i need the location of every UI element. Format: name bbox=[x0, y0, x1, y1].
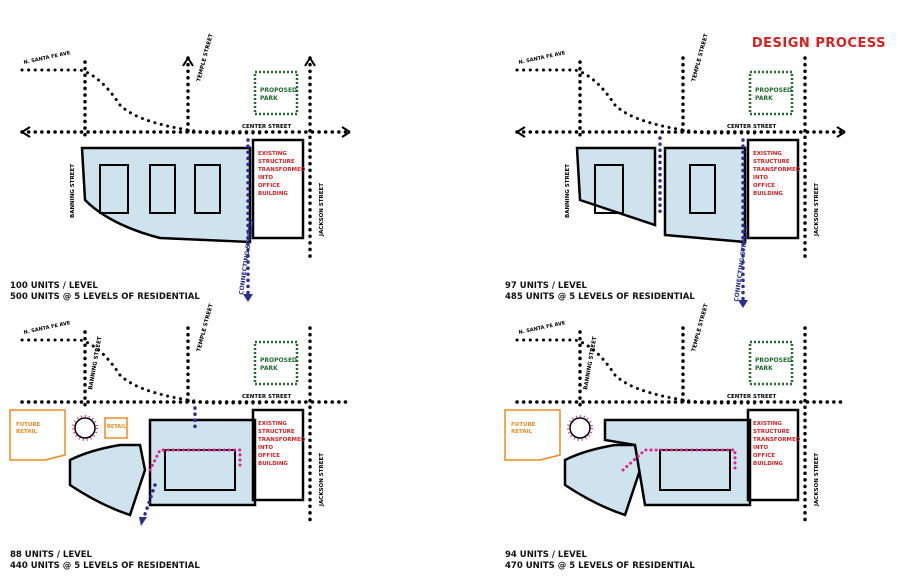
svg-text:INTO: INTO bbox=[258, 445, 273, 451]
units-per-level-1: 100 UNITS / LEVEL bbox=[10, 281, 98, 291]
units-per-level-2: 97 UNITS / LEVEL bbox=[505, 281, 587, 291]
svg-text:STRUCTURE: STRUCTURE bbox=[258, 429, 295, 435]
svg-text:PARK: PARK bbox=[755, 365, 773, 372]
center-label: CENTER STREET bbox=[242, 124, 292, 130]
existing-label-4: EXISTING STRUCTURE TRANSFORMED INTO OFFI… bbox=[753, 421, 801, 467]
svg-text:TEMPLE STREET: TEMPLE STREET bbox=[196, 303, 215, 353]
svg-text:EXISTING: EXISTING bbox=[258, 421, 287, 427]
panel-option-4: N. SANTA FE AVE TEMPLE STREET CENTER STR… bbox=[504, 303, 900, 585]
svg-text:STRUCTURE: STRUCTURE bbox=[753, 159, 790, 165]
units-per-level-3: 88 UNITS / LEVEL bbox=[10, 550, 92, 560]
jackson-st bbox=[304, 56, 316, 262]
svg-text:FUTURE: FUTURE bbox=[511, 422, 536, 428]
svg-text:EXISTING: EXISTING bbox=[753, 421, 782, 427]
site-plan-2: CONNECTING STREETS N. SANTA FE AVE TEMPL… bbox=[515, 33, 847, 308]
svg-text:EXISTING: EXISTING bbox=[258, 151, 287, 157]
building-c bbox=[194, 164, 221, 214]
panel-option-1: CONNECTING STREETS N. SANTA FE AVE TEMPL… bbox=[10, 33, 450, 330]
jackson-label: JACKSON STREET bbox=[319, 183, 325, 237]
svg-text:OFFICE: OFFICE bbox=[753, 453, 775, 459]
santa-fe-ave bbox=[20, 68, 262, 135]
banning-label: BANNING STREET bbox=[70, 164, 76, 218]
svg-text:N. SANTA FE AVE: N. SANTA FE AVE bbox=[518, 50, 566, 66]
svg-text:PROPOSED: PROPOSED bbox=[755, 87, 792, 94]
svg-text:OFFICE: OFFICE bbox=[258, 453, 280, 459]
svg-text:RETAIL: RETAIL bbox=[511, 429, 533, 435]
sheet-title: DESIGN PROCESS bbox=[751, 36, 886, 51]
site-plan-4: N. SANTA FE AVE TEMPLE STREET CENTER STR… bbox=[504, 303, 847, 527]
panel-option-2: CONNECTING STREETS N. SANTA FE AVE TEMPL… bbox=[505, 33, 900, 330]
svg-text:TEMPLE STREET: TEMPLE STREET bbox=[691, 33, 710, 83]
svg-text:BUILDING: BUILDING bbox=[258, 461, 288, 467]
units-total-3: 440 UNITS @ 5 LEVELS OF RESIDENTIAL bbox=[10, 561, 200, 571]
svg-text:BANNING STREET: BANNING STREET bbox=[583, 336, 598, 390]
svg-text:INTO: INTO bbox=[753, 175, 768, 181]
existing-label-3: EXISTING STRUCTURE TRANSFORMED INTO OFFI… bbox=[258, 421, 306, 467]
svg-text:OFFICE: OFFICE bbox=[258, 183, 280, 189]
svg-text:OFFICE: OFFICE bbox=[753, 183, 775, 189]
svg-text:JACKSON STREET: JACKSON STREET bbox=[814, 183, 820, 237]
svg-text:PROPOSED: PROPOSED bbox=[260, 357, 297, 364]
units-total-4: 470 UNITS @ 5 LEVELS OF RESIDENTIAL bbox=[505, 561, 695, 571]
existing-label: EXISTING STRUCTURE TRANSFORMED INTO OFFI… bbox=[258, 151, 306, 197]
existing-office bbox=[251, 138, 305, 240]
building-a bbox=[99, 164, 129, 214]
svg-text:CENTER STREET: CENTER STREET bbox=[727, 394, 777, 400]
site-plan-3: N. SANTA FE AVE TEMPLE STREET CENTER STR… bbox=[9, 303, 352, 527]
svg-text:BUILDING: BUILDING bbox=[258, 191, 288, 197]
site-plan-1: CONNECTING STREETS N. SANTA FE AVE TEMPL… bbox=[20, 33, 352, 302]
svg-text:PARK: PARK bbox=[260, 365, 278, 372]
park-label-1: PROPOSED bbox=[260, 87, 297, 94]
svg-text:RETAIL: RETAIL bbox=[16, 429, 38, 435]
building-b bbox=[149, 164, 176, 214]
svg-text:N. SANTA FE AVE: N. SANTA FE AVE bbox=[23, 320, 71, 336]
santa-fe-label: N. SANTA FE AVE bbox=[23, 50, 71, 66]
svg-text:INTO: INTO bbox=[753, 445, 768, 451]
svg-text:INTO: INTO bbox=[258, 175, 273, 181]
svg-text:RETAIL: RETAIL bbox=[107, 424, 127, 430]
units-total-1: 500 UNITS @ 5 LEVELS OF RESIDENTIAL bbox=[10, 292, 200, 302]
svg-text:EXISTING: EXISTING bbox=[753, 151, 782, 157]
park-label-2: PARK bbox=[260, 95, 278, 102]
units-per-level-4: 94 UNITS / LEVEL bbox=[505, 550, 587, 560]
svg-text:CENTER STREET: CENTER STREET bbox=[242, 394, 292, 400]
svg-text:JACKSON STREET: JACKSON STREET bbox=[814, 453, 820, 507]
proposed-park bbox=[253, 70, 299, 116]
svg-text:PROPOSED: PROPOSED bbox=[755, 357, 792, 364]
svg-text:JACKSON STREET: JACKSON STREET bbox=[319, 453, 325, 507]
svg-text:STRUCTURE: STRUCTURE bbox=[258, 159, 295, 165]
svg-text:BUILDING: BUILDING bbox=[753, 461, 783, 467]
svg-text:FUTURE: FUTURE bbox=[16, 422, 41, 428]
svg-text:TRANSFORMED: TRANSFORMED bbox=[258, 437, 306, 443]
svg-text:BANNING STREET: BANNING STREET bbox=[565, 164, 571, 218]
svg-text:TEMPLE STREET: TEMPLE STREET bbox=[691, 303, 710, 353]
svg-text:BUILDING: BUILDING bbox=[753, 191, 783, 197]
center-street bbox=[20, 126, 352, 138]
temple-label: TEMPLE STREET bbox=[196, 33, 215, 83]
svg-text:CENTER STREET: CENTER STREET bbox=[727, 124, 777, 130]
panel-option-3: N. SANTA FE AVE TEMPLE STREET CENTER STR… bbox=[9, 303, 450, 585]
site-footprint bbox=[80, 146, 252, 244]
svg-text:BANNING STREET: BANNING STREET bbox=[88, 336, 103, 390]
connecting-arrow bbox=[243, 138, 253, 302]
svg-text:TRANSFORMED: TRANSFORMED bbox=[258, 167, 306, 173]
svg-text:TRANSFORMED: TRANSFORMED bbox=[753, 167, 801, 173]
existing-label-2: EXISTING STRUCTURE TRANSFORMED INTO OFFI… bbox=[753, 151, 801, 197]
temple-st bbox=[182, 56, 194, 134]
svg-text:STRUCTURE: STRUCTURE bbox=[753, 429, 790, 435]
svg-text:TRANSFORMED: TRANSFORMED bbox=[753, 437, 801, 443]
svg-text:N. SANTA FE AVE: N. SANTA FE AVE bbox=[518, 320, 566, 336]
units-total-2: 485 UNITS @ 5 LEVELS OF RESIDENTIAL bbox=[505, 292, 695, 302]
svg-text:PARK: PARK bbox=[755, 95, 773, 102]
